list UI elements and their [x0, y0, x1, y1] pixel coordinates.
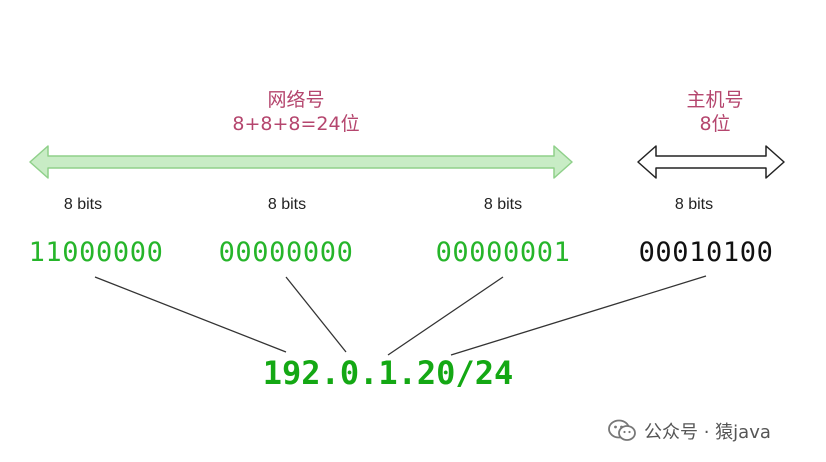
octet-3-bits-label: 8 bits [483, 196, 523, 213]
octet-3-binary: 00000001 [435, 237, 571, 268]
ip-address: 192.0.1.20/24 [262, 354, 514, 392]
host-label: 主机号 8位 [655, 88, 775, 136]
connector-line-2 [285, 276, 347, 353]
host-range-arrow [637, 145, 785, 179]
network-title: 网络号 [267, 89, 325, 111]
connector-line-4 [450, 275, 707, 356]
network-label: 网络号 8+8+8=24位 [221, 88, 371, 136]
octet-4-bits-label: 8 bits [674, 196, 714, 213]
connector-line-3 [387, 276, 504, 356]
octet-2-bits-label: 8 bits [267, 196, 307, 213]
host-subtitle: 8位 [699, 113, 731, 135]
wechat-icon [608, 419, 638, 443]
connector-line-1 [94, 276, 287, 353]
host-title: 主机号 [686, 89, 744, 111]
octet-1-binary: 11000000 [28, 237, 164, 268]
octet-2-binary: 00000000 [218, 237, 354, 268]
octet-1-bits-label: 8 bits [63, 196, 103, 213]
network-range-arrow [29, 145, 573, 179]
watermark-text: 公众号 · 猿java [644, 422, 771, 443]
network-subtitle: 8+8+8=24位 [232, 113, 360, 135]
watermark: 公众号 · 猿java [608, 417, 818, 445]
octet-4-binary: 00010100 [638, 237, 774, 268]
